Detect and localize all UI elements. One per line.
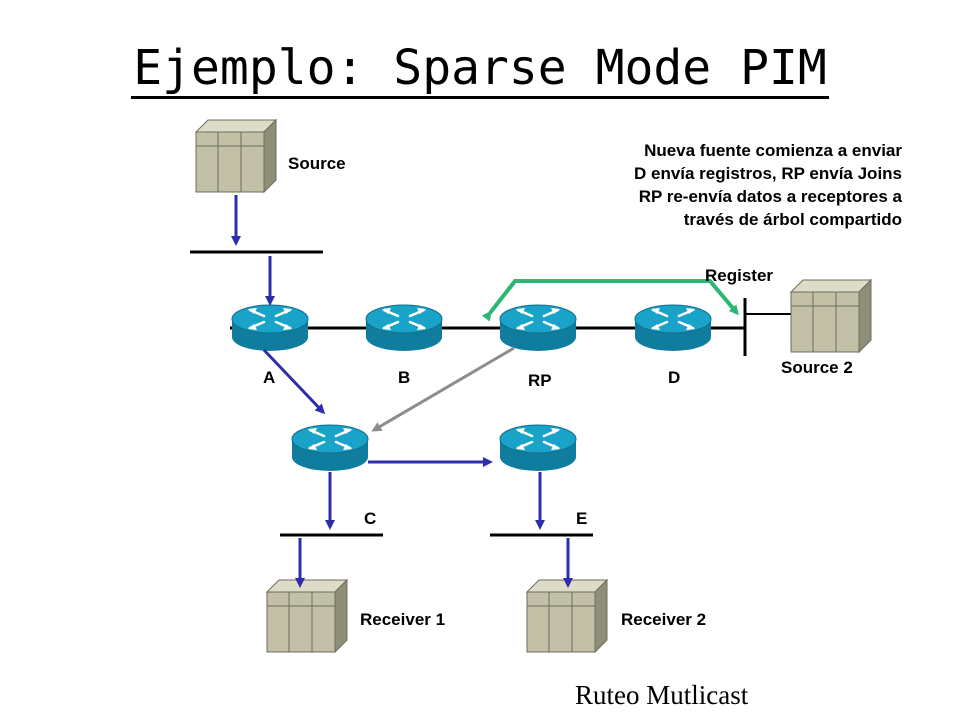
source2-host-icon — [790, 279, 872, 353]
router-e-icon — [498, 423, 578, 473]
slide-title-text: Ejemplo: Sparse Mode PIM — [131, 40, 829, 99]
note-line-3: RP re-envía datos a receptores a — [638, 187, 902, 206]
note-line-2: D envía registros, RP envía Joins — [633, 164, 902, 183]
router-b-icon — [364, 303, 444, 353]
explanation-note: Nueva fuente comienza a enviar D envía r… — [522, 139, 902, 231]
source-host-icon — [195, 119, 277, 193]
register-label: Register — [705, 266, 774, 285]
router-e-label: E — [576, 509, 588, 528]
register-arrow — [481, 279, 739, 322]
router-a-icon — [230, 303, 310, 353]
router-c-icon — [290, 423, 370, 473]
note-line-1: Nueva fuente comienza a enviar — [644, 141, 902, 160]
arrow-a-to-c — [262, 348, 326, 415]
router-rp-icon — [498, 303, 578, 353]
router-b-label: B — [398, 368, 411, 387]
receiver1-label: Receiver 1 — [360, 610, 446, 629]
slide-title: Ejemplo: Sparse Mode PIM — [0, 40, 960, 99]
receiver1-host-icon — [266, 579, 348, 653]
router-d-icon — [633, 303, 713, 353]
footer-text: Ruteo Mutlicast — [575, 680, 749, 710]
arrow-rp-to-c — [371, 346, 515, 432]
router-a-label: A — [263, 368, 276, 387]
router-d-label: D — [668, 368, 681, 387]
receiver2-label: Receiver 2 — [621, 610, 707, 629]
source-label: Source — [288, 154, 346, 173]
note-line-4: través de árbol compartido — [683, 210, 902, 229]
receiver2-host-icon — [526, 579, 608, 653]
router-c-label: C — [364, 509, 377, 528]
router-rp-label: RP — [528, 371, 552, 390]
source2-label: Source 2 — [781, 358, 853, 377]
